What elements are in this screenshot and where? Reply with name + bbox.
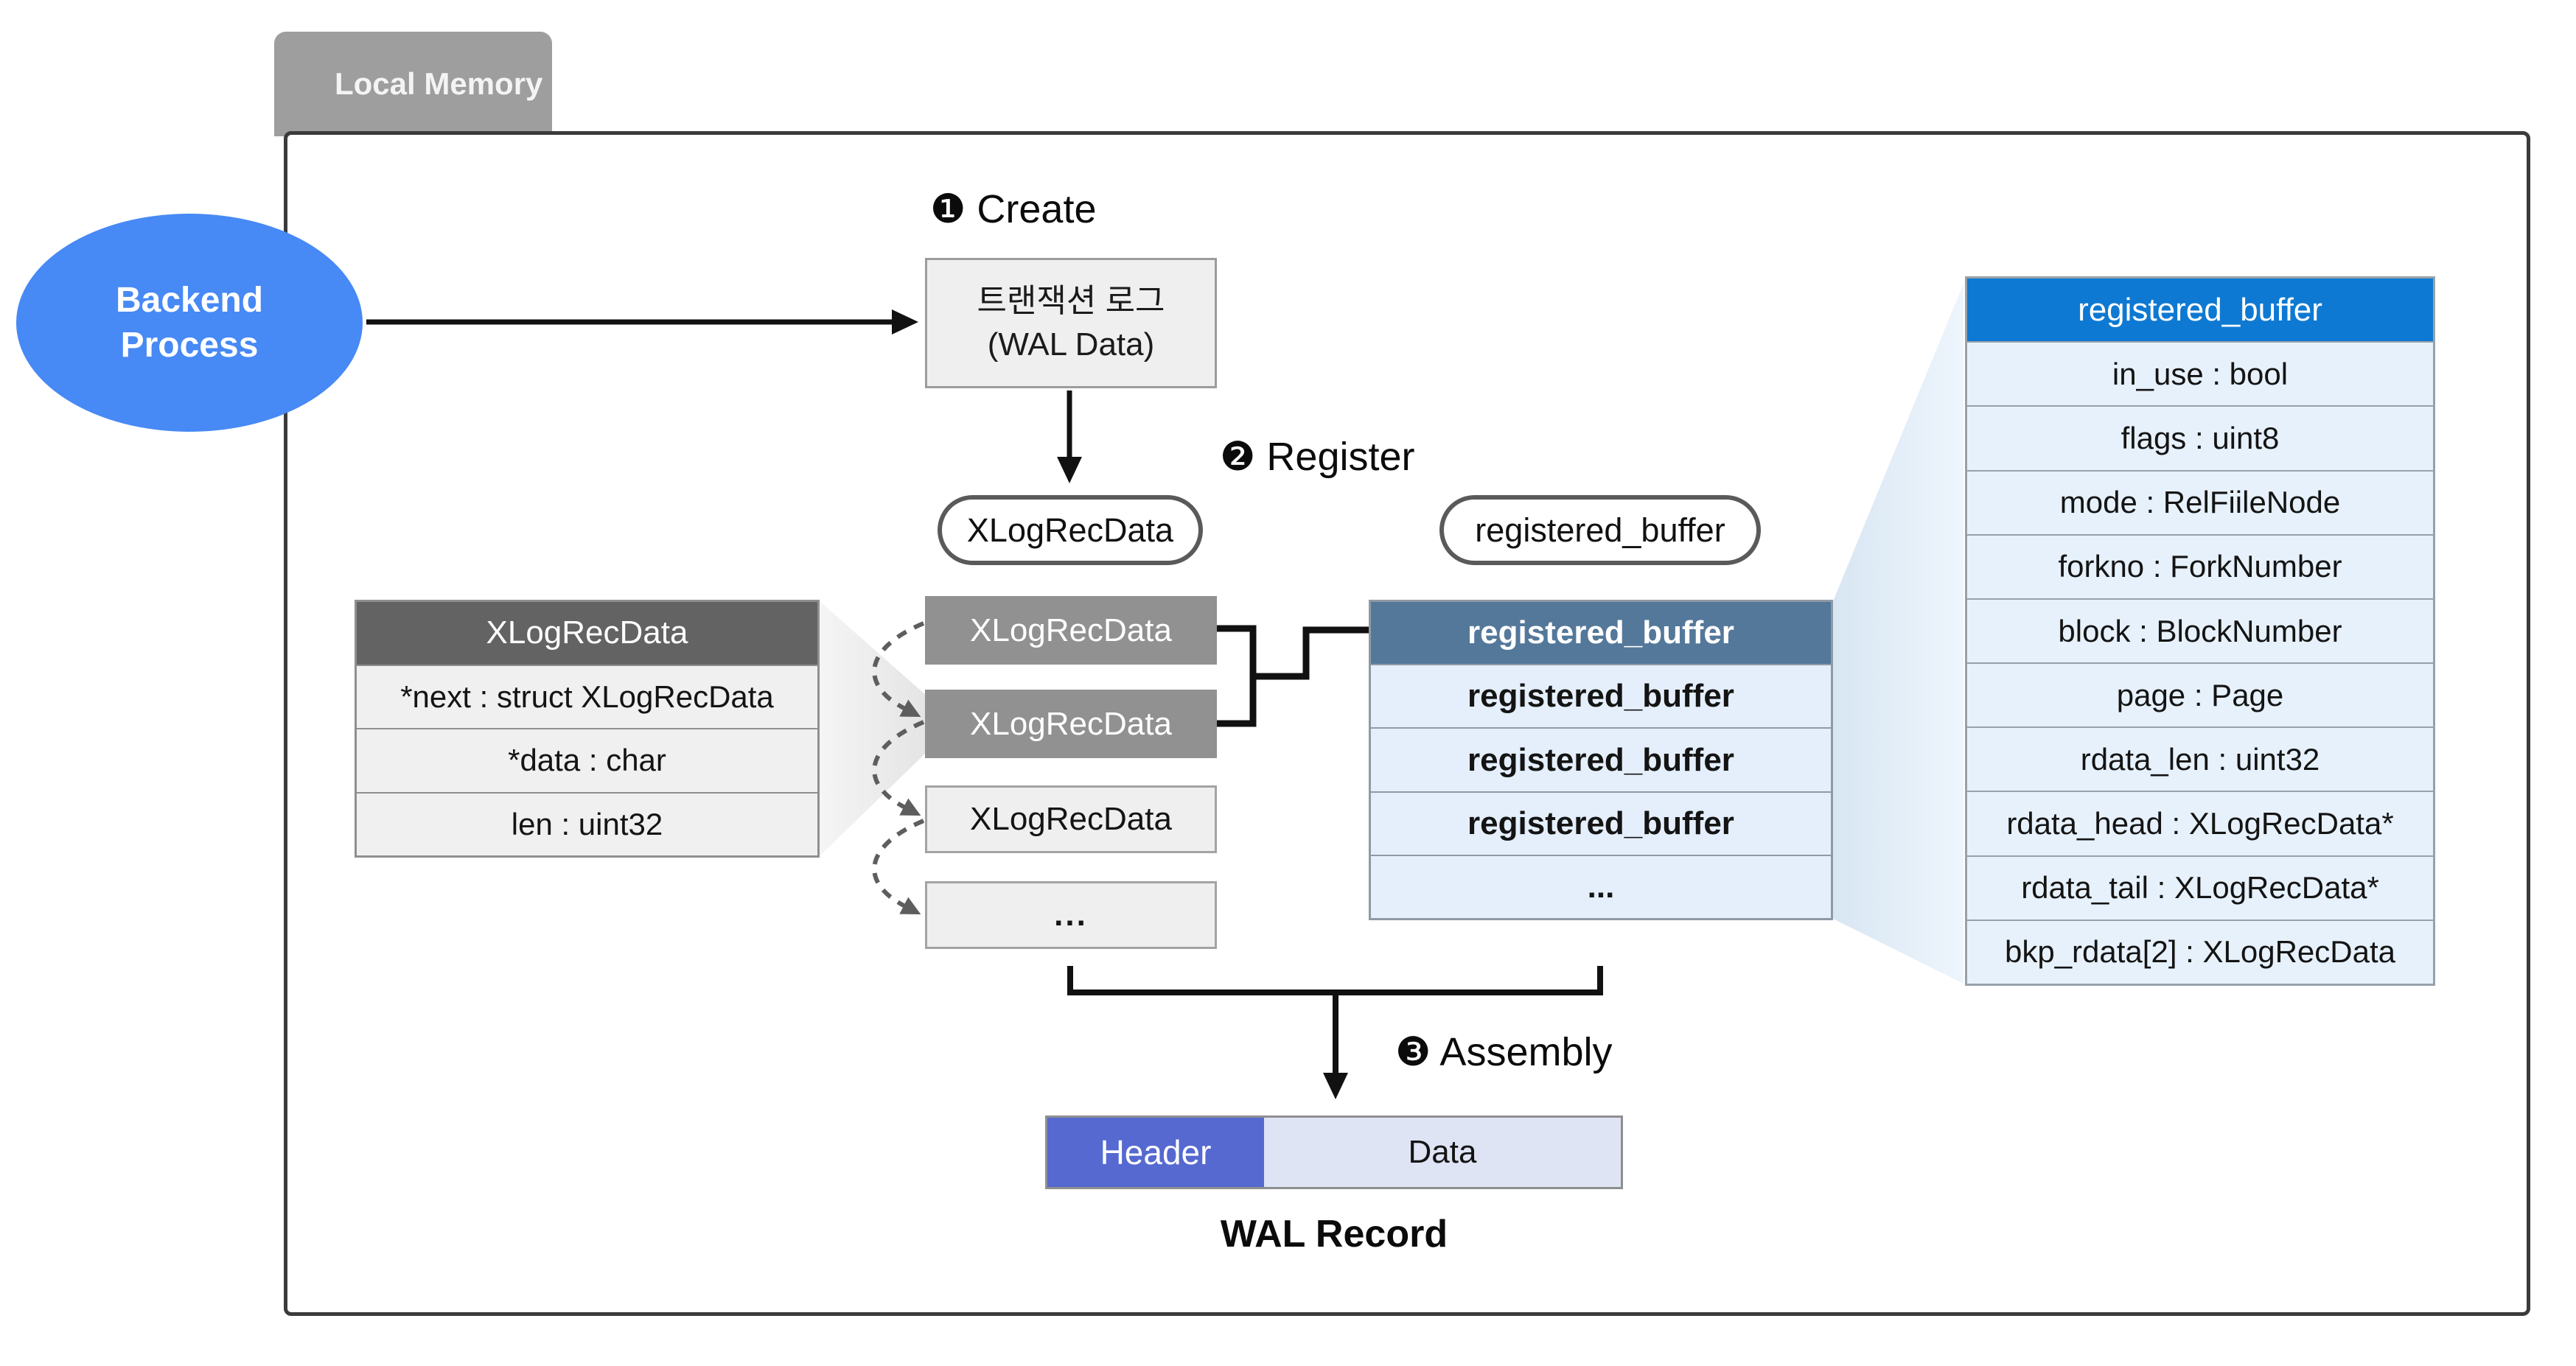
buffer-stack-item-1: registered_buffer	[1371, 602, 1831, 665]
buffer-struct-row-bkp-rdata: bkp_rdata[2] : XLogRecData	[1967, 919, 2433, 984]
xlog-detail-funnel	[820, 601, 927, 856]
xlog-chain-arrow-1	[872, 621, 925, 718]
xlogrecdata-pill: XLogRecData	[938, 495, 1203, 565]
xlog-to-buffer-connector-bracket	[1216, 625, 1257, 727]
wal-data-box: 트랜잭션 로그 (WAL Data)	[925, 258, 1217, 388]
buffer-struct-header: registered_buffer	[1967, 278, 2433, 342]
struct-row-next: *next : struct XLogRecData	[357, 664, 817, 728]
struct-row-len: len : uint32	[357, 791, 817, 855]
wal-data-line1: 트랜잭션 로그	[977, 283, 1165, 320]
buffer-detail-funnel	[1833, 284, 1964, 984]
buffer-stack-item-2: registered_buffer	[1371, 664, 1831, 728]
registered-buffer-stack: registered_buffer registered_buffer regi…	[1369, 600, 1833, 920]
xlogrecdata-struct-table: XLogRecData *next : struct XLogRecData *…	[355, 600, 820, 858]
registered-buffer-pill: registered_buffer	[1439, 495, 1761, 565]
buffer-struct-row-rdata-tail: rdata_tail : XLogRecData*	[1967, 855, 2433, 920]
buffer-struct-row-in-use: in_use : bool	[1967, 341, 2433, 406]
step-register-label: ❷ Register	[1220, 435, 1415, 479]
xlogrecdata-struct-header: XLogRecData	[357, 602, 817, 665]
xlog-chain-arrow-3	[872, 819, 925, 915]
buffer-struct-row-block: block : BlockNumber	[1967, 598, 2433, 663]
xlog-to-buffer-connector-lead	[1253, 626, 1371, 680]
xlog-stack-item-3: XLogRecData	[925, 785, 1217, 853]
step-assembly-label: ❸ Assembly	[1395, 1030, 1613, 1074]
backend-process-node: Backend Process	[16, 214, 363, 432]
buffer-struct-row-rdata-len: rdata_len : uint32	[1967, 726, 2433, 791]
xlog-chain-arrow-2	[872, 720, 925, 816]
wal-record-box: Header Data	[1045, 1115, 1623, 1189]
wal-data-line2: (WAL Data)	[987, 326, 1155, 362]
assembly-bracket	[1067, 966, 1603, 995]
xlog-stack-item-1: XLogRecData	[925, 596, 1217, 665]
step-create-label: ❶ Create	[930, 187, 1097, 231]
xlog-stack-item-ellipsis: ...	[925, 881, 1217, 949]
buffer-struct-row-rdata-head: rdata_head : XLogRecData*	[1967, 791, 2433, 855]
local-memory-tab: Local Memory	[274, 32, 552, 136]
xlog-stack-item-2: XLogRecData	[925, 690, 1217, 758]
wal-record-header-segment: Header	[1047, 1118, 1264, 1187]
local-memory-tab-label: Local Memory	[335, 66, 543, 101]
buffer-stack-item-3: registered_buffer	[1371, 727, 1831, 791]
buffer-struct-row-flags: flags : uint8	[1967, 405, 2433, 470]
wal-record-caption: WAL Record	[1220, 1213, 1448, 1255]
struct-row-data: *data : char	[357, 728, 817, 792]
buffer-struct-row-mode: mode : RelFiileNode	[1967, 469, 2433, 534]
buffer-struct-row-page: page : Page	[1967, 662, 2433, 727]
buffer-stack-item-ellipsis: ...	[1371, 854, 1831, 919]
wal-record-data-segment: Data	[1264, 1118, 1621, 1187]
registered-buffer-struct-table: registered_buffer in_use : bool flags : …	[1965, 276, 2435, 986]
buffer-struct-row-forkno: forkno : ForkNumber	[1967, 533, 2433, 598]
backend-process-label: Backend Process	[115, 280, 264, 365]
buffer-stack-item-4: registered_buffer	[1371, 791, 1831, 855]
